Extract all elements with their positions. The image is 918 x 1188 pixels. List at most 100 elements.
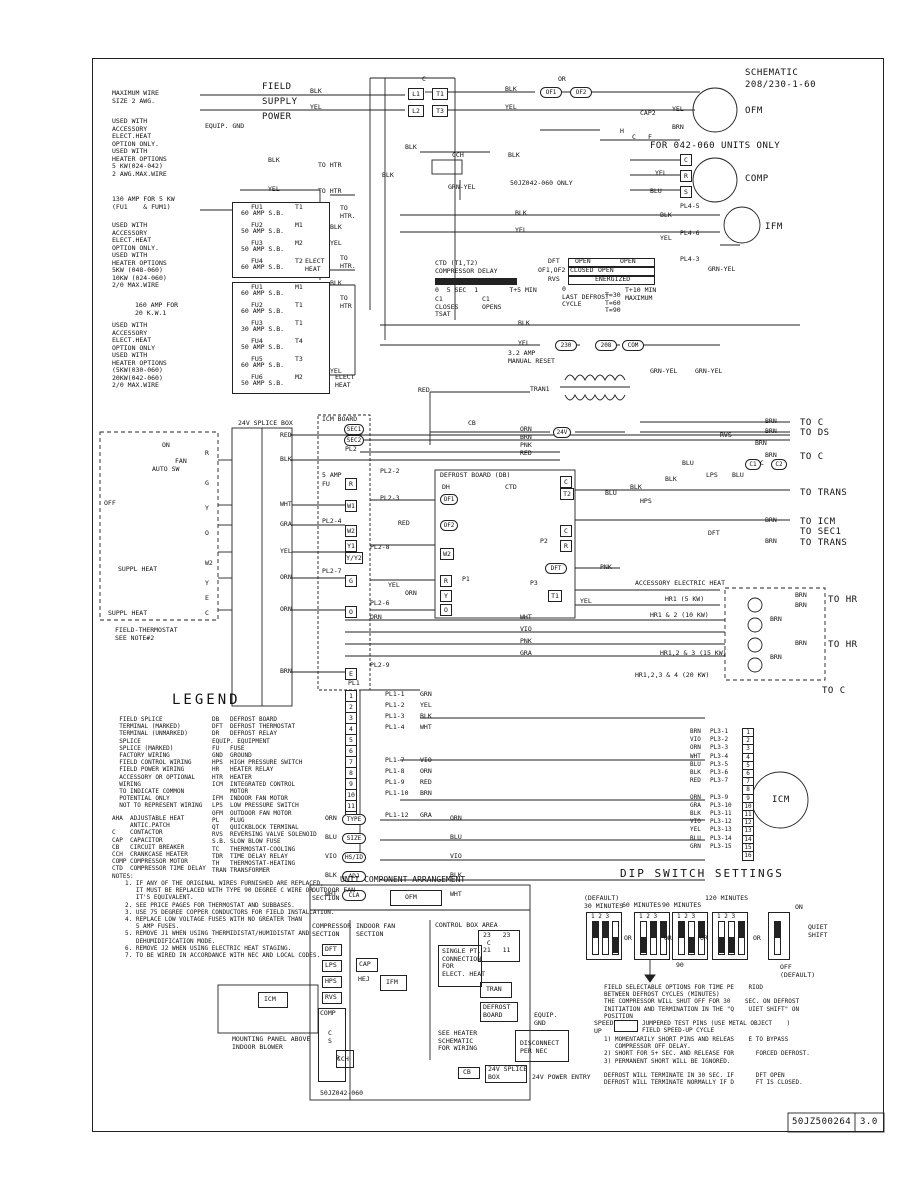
tstat-auto-sw: AUTO SW — [152, 465, 180, 473]
elect-heat-note: USED WITH ACCESSORY ELECT.HEAT OPTION ON… — [112, 117, 167, 178]
dip-switch: 1 2 3 — [634, 912, 670, 960]
tran-230: 230 — [555, 340, 577, 351]
ua-hps: HPS — [325, 977, 337, 985]
dip-on: ON — [795, 903, 803, 911]
dip-slot — [688, 921, 695, 955]
db-term-r2: R — [440, 575, 452, 587]
icm-sec2: SEC2 — [344, 435, 364, 446]
heaters-title: ACCESSORY ELECTRIC HEAT — [635, 579, 726, 587]
setting-wire-color-right: VIO — [450, 852, 462, 860]
power-label: POWER — [262, 112, 292, 122]
splice-blk: BLK — [280, 455, 292, 463]
ua-icm: ICM — [264, 995, 276, 1003]
dip-slot — [698, 921, 705, 955]
wire-blk-supply: BLK — [310, 87, 322, 95]
ua-mounting: MOUNTING PANEL ABOVE INDOOR BLOWER — [232, 1035, 311, 1051]
brn-2: BRN — [765, 427, 777, 435]
to-c-1: TO C — [800, 418, 824, 428]
pl3-plug: PL3-11 — [710, 810, 732, 817]
ua-r: R — [336, 1054, 340, 1062]
pl3-wire-color: WHT — [690, 752, 701, 760]
fuse-id: FU2 — [251, 221, 263, 229]
ofm-yel: YEL — [672, 105, 684, 113]
wire-yel-top: YEL — [505, 103, 517, 111]
pl1-pin: 6 — [345, 745, 357, 757]
setting-capsule: CLA — [342, 890, 366, 901]
dip-jumpered: JUMPERED TEST PINS (USE METAL OBJECT ) F… — [642, 1020, 791, 1035]
dip-actuator — [613, 937, 618, 953]
dip-slot — [738, 921, 745, 955]
ua-compressor: COMPRESSOR SECTION — [312, 922, 352, 938]
icm-pl2-7: PL2-7 — [322, 567, 342, 575]
dip-or-1: OR — [624, 934, 632, 942]
legend-title: LEGEND — [172, 692, 241, 708]
tran-24v: 24V — [553, 427, 571, 438]
db-term-t1: T1 — [548, 590, 562, 602]
heater-brn-4: BRN — [795, 639, 807, 647]
tstat-label: FIELD-THERMOSTAT SEE NOTE#2 — [115, 626, 178, 642]
fuse-rating: 50 AMP S.B. — [241, 379, 285, 387]
heater-to-hr-2: TO HR — [828, 640, 858, 650]
dip-actuator — [775, 922, 780, 938]
dip-default-label: (DEFAULT) 30 MINUTES — [584, 894, 624, 910]
ua-hps-box — [322, 976, 342, 988]
heater-hr1: HR1 (5 KW) — [665, 595, 705, 603]
tstat-suppl-heat-2: SUPPL HEAT — [108, 609, 148, 617]
fuse-terminal: T1 — [295, 301, 303, 309]
speed-up-pins[interactable] — [614, 1020, 638, 1032]
dip-actuator — [689, 937, 694, 953]
dip-actuator — [593, 922, 598, 938]
bus-red: RED — [520, 449, 532, 457]
cch-blk: BLK — [405, 143, 417, 151]
max-wire-note: MAXIMUM WIRE SIZE 2 AWG. — [112, 89, 159, 105]
pl3-plug: PL3-3 — [710, 744, 729, 752]
icm-board-title: ICM BOARD — [322, 415, 358, 423]
heater-hr123: HR1,2 & 3 (15 KW) — [660, 649, 727, 657]
fuse2-yel: YEL — [330, 367, 342, 375]
setting-capsule: HS/ID — [342, 852, 366, 863]
ua-lps: LPS — [325, 961, 337, 969]
dip-actuator — [641, 937, 646, 953]
pl1-pin: 9 — [345, 778, 357, 790]
icm-orn: ORN — [405, 589, 417, 597]
to-c-2: TO C — [800, 452, 824, 462]
sensor-pnk: PNK — [600, 563, 612, 571]
sensor-blu-2: BLU — [732, 471, 744, 479]
setting-capsule: SIZE — [342, 833, 366, 844]
tran-208: 208 — [595, 340, 617, 351]
tran-com: COM — [622, 340, 644, 351]
db-term-c2: C — [560, 525, 572, 537]
db-p2: P2 — [540, 537, 548, 545]
tran1-label: TRAN1 — [530, 385, 550, 393]
dip-slot — [678, 921, 685, 955]
setting-wire-color: BLK — [325, 871, 337, 879]
ifm-label: IFM — [765, 222, 783, 232]
dip-or-3: OR — [700, 934, 708, 942]
icm-red: RED — [398, 519, 410, 527]
to-sec1: TO SEC1 — [800, 527, 842, 537]
dip-speed-up: SPEED UP — [594, 1019, 614, 1035]
ua-term-box — [478, 930, 520, 962]
icm-pl2-2: PL2-2 — [380, 467, 400, 475]
fuse-terminal: T1 — [295, 203, 303, 211]
ua-ifm-box — [380, 975, 407, 991]
pl3-wire-color: ORN — [690, 793, 701, 801]
heater-to-c: TO C — [822, 686, 846, 696]
t-labels: T=30 T=60 T=90 — [605, 291, 621, 314]
icm-motor-label: ICM — [772, 795, 790, 805]
equip-gnd-label: EQUIP. GND — [205, 122, 245, 130]
dip-90-label: 90 MINUTES — [662, 901, 702, 909]
amp-130-note: 130 AMP FOR 5 KW (FU1 & FUM1) — [112, 195, 175, 211]
icm-pl2: PL2 — [345, 445, 357, 453]
dft-open-2: OPEN — [620, 257, 636, 265]
tran-grn-yel-a: GRN-YEL — [650, 367, 678, 375]
ua-disconnect: DISCONNECT PER NEC — [520, 1039, 560, 1055]
heater-brn-2: BRN — [795, 601, 807, 609]
ua-dft-box — [322, 944, 342, 956]
icm-pl2-3: PL2-3 — [380, 494, 400, 502]
schematic-title: SCHEMATIC — [745, 68, 799, 78]
wire-blk-htr: BLK — [268, 156, 280, 164]
ua-defrost-box — [480, 1002, 518, 1022]
heater-brn-3: BRN — [770, 615, 782, 623]
